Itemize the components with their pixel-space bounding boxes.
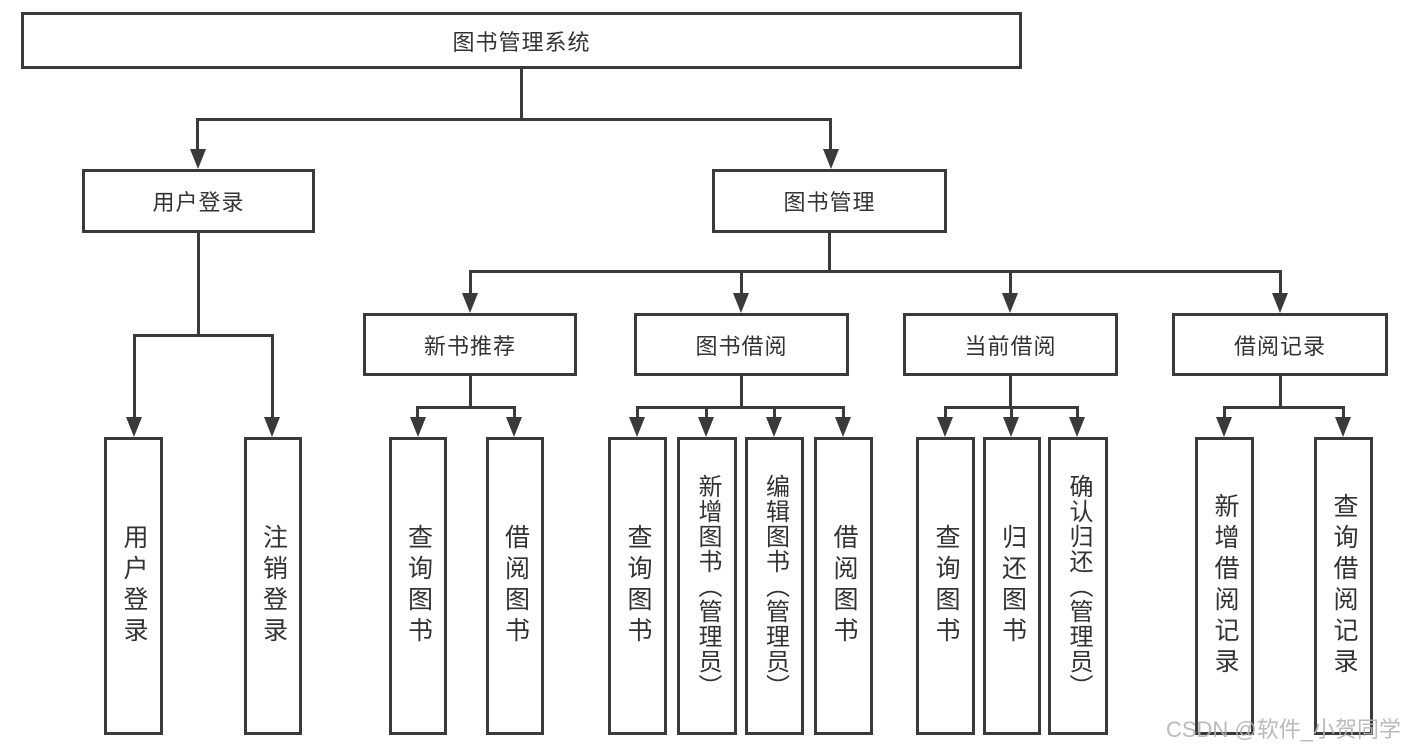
arrow-down-icon	[506, 417, 522, 437]
edge-drop-leaf-line	[944, 406, 947, 419]
edge-book-borrow-stem-line	[740, 376, 743, 408]
node-new-book-recommend: 新书推荐	[363, 313, 577, 376]
arrow-down-icon	[766, 417, 782, 437]
edge-book-borrow-bus-line	[636, 406, 844, 409]
edge-drop-leaf-line	[636, 406, 639, 419]
leaf-add-books-admin-label: 新增图书（管理员）	[694, 473, 721, 699]
edge-borrow-records-stem-line	[1279, 376, 1282, 408]
edge-new-book-bus-line	[416, 406, 516, 409]
edge-drop-book-management-line	[829, 118, 832, 151]
leaf-return-books: 归还图书	[983, 437, 1041, 735]
arrow-down-icon	[1003, 417, 1019, 437]
leaf-confirm-return-admin-label: 确认归还（管理员）	[1065, 473, 1092, 699]
leaf-user-login: 用户登录	[104, 437, 163, 735]
node-user-login: 用户登录	[82, 169, 315, 233]
leaf-query-books-recommend: 查询图书	[389, 437, 447, 735]
edge-user-login-bus-line	[133, 334, 274, 337]
arrow-down-icon	[698, 417, 714, 437]
node-book-management-label: 图书管理	[783, 190, 876, 215]
edge-drop-leaf-line	[1342, 406, 1345, 419]
leaf-add-borrow-record: 新增借阅记录	[1195, 437, 1254, 735]
arrow-down-icon	[1216, 417, 1232, 437]
edge-drop-leaf-line	[1076, 406, 1079, 419]
edge-drop-leaf-line	[271, 334, 274, 419]
arrow-down-icon	[629, 417, 645, 437]
arrow-down-icon	[410, 417, 426, 437]
node-user-login-label: 用户登录	[152, 190, 245, 215]
leaf-return-books-label: 归还图书	[998, 524, 1027, 648]
leaf-edit-books-admin-label: 编辑图书（管理员）	[761, 473, 789, 699]
arrow-down-icon	[1002, 293, 1018, 313]
leaf-add-borrow-record-label: 新增借阅记录	[1211, 493, 1239, 679]
node-borrow-records: 借阅记录	[1172, 313, 1388, 376]
edge-drop-level3-line	[1279, 270, 1282, 295]
node-borrow-records-label: 借阅记录	[1233, 333, 1326, 359]
leaf-query-borrow-record: 查询借阅记录	[1314, 437, 1373, 735]
edge-current-borrow-stem-line	[1009, 376, 1012, 408]
arrow-down-icon	[126, 417, 142, 437]
edge-user-login-stem-line	[197, 233, 200, 336]
node-book-borrow-label: 图书借阅	[695, 333, 788, 359]
leaf-user-login-label: 用户登录	[120, 524, 148, 648]
edge-drop-leaf-line	[133, 334, 136, 419]
leaf-logout: 注销登录	[244, 437, 302, 735]
leaf-borrow-books: 借阅图书	[814, 437, 873, 735]
edge-drop-user-login-line	[196, 118, 199, 151]
leaf-query-books-borrow: 查询图书	[608, 437, 667, 735]
edge-book-management-bus-line	[469, 270, 1282, 273]
edge-drop-leaf-line	[705, 406, 708, 419]
arrow-down-icon	[462, 293, 478, 313]
arrow-down-icon	[1335, 417, 1351, 437]
leaf-borrow-books-recommend-label: 借阅图书	[501, 524, 530, 648]
edge-drop-leaf-line	[773, 406, 776, 419]
leaf-confirm-return-admin: 确认归还（管理员）	[1048, 437, 1108, 735]
arrow-down-icon	[835, 417, 851, 437]
arrow-down-icon	[937, 417, 953, 437]
leaf-query-books-recommend-label: 查询图书	[404, 524, 433, 648]
edge-drop-leaf-line	[1223, 406, 1226, 419]
edge-drop-leaf-line	[1010, 406, 1013, 419]
node-current-borrow: 当前借阅	[903, 313, 1118, 376]
edge-book-management-stem-line	[828, 233, 831, 272]
edge-drop-level3-line	[1009, 270, 1012, 295]
leaf-query-books-current: 查询图书	[916, 437, 975, 735]
leaf-query-borrow-record-label: 查询借阅记录	[1330, 493, 1358, 679]
arrow-down-icon	[1069, 417, 1085, 437]
node-current-borrow-label: 当前借阅	[964, 333, 1057, 359]
leaf-query-books-current-label: 查询图书	[932, 524, 960, 648]
edge-drop-leaf-line	[513, 406, 516, 419]
leaf-borrow-books-recommend: 借阅图书	[486, 437, 544, 735]
node-book-borrow: 图书借阅	[634, 313, 849, 376]
arrow-down-icon	[1272, 293, 1288, 313]
leaf-add-books-admin: 新增图书（管理员）	[677, 437, 737, 735]
leaf-query-books-borrow-label: 查询图书	[624, 524, 652, 648]
node-book-management: 图书管理	[712, 169, 947, 233]
edge-drop-leaf-line	[842, 406, 845, 419]
edge-drop-level3-line	[469, 270, 472, 295]
arrow-down-icon	[190, 149, 206, 169]
arrow-down-icon	[264, 417, 280, 437]
node-root-label: 图书管理系统	[452, 29, 591, 55]
edge-drop-level3-line	[740, 270, 743, 295]
edge-drop-leaf-line	[416, 406, 419, 419]
edge-root-stem-line	[520, 69, 523, 118]
edge-new-book-stem-line	[469, 376, 472, 408]
leaf-logout-label: 注销登录	[259, 524, 288, 648]
edge-borrow-records-bus-line	[1223, 406, 1345, 409]
csdn-watermark: CSDN @软件_小贺同学	[1165, 717, 1401, 742]
edge-root-bus-line	[196, 118, 832, 121]
node-new-book-recommend-label: 新书推荐	[423, 333, 516, 359]
node-root: 图书管理系统	[21, 12, 1022, 69]
leaf-borrow-books-label: 借阅图书	[830, 524, 858, 648]
arrow-down-icon	[733, 293, 749, 313]
leaf-edit-books-admin: 编辑图书（管理员）	[745, 437, 804, 735]
arrow-down-icon	[823, 149, 839, 169]
